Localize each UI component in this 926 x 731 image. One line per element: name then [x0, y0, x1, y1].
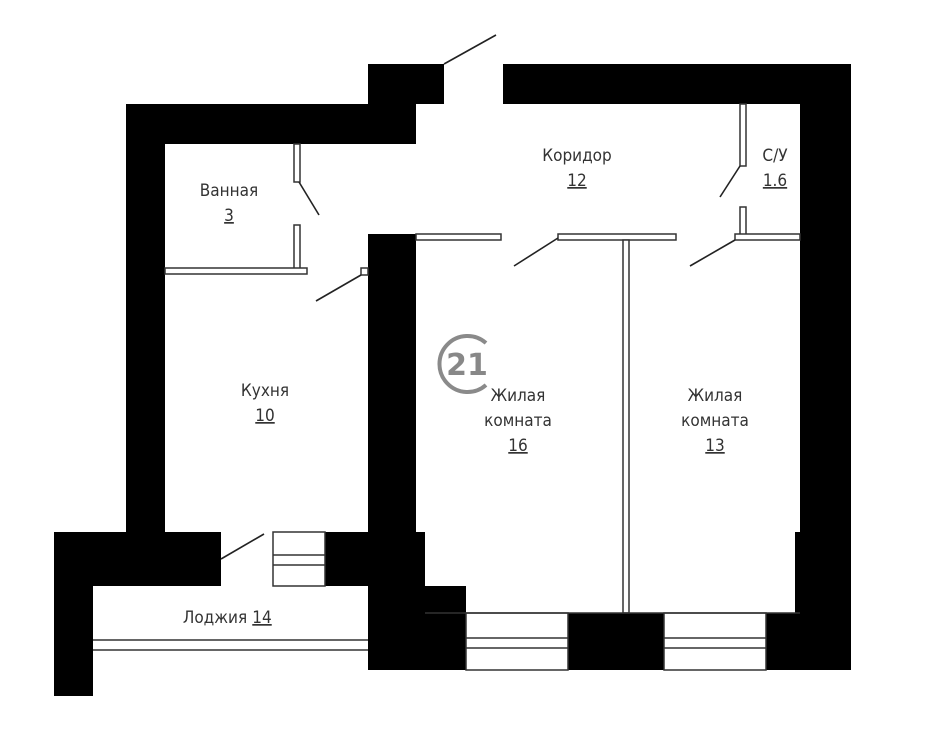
room-area-loggia: 14: [252, 608, 271, 628]
window: [465, 612, 569, 671]
partition: [622, 239, 630, 614]
wall: [368, 234, 416, 534]
room-area-wc: 1.6: [763, 171, 787, 191]
room-name-living2-line2: комната: [681, 411, 749, 431]
window: [663, 612, 767, 671]
wall: [54, 532, 93, 696]
partition: [293, 224, 301, 274]
window: [272, 531, 326, 587]
room-area-bathroom: 3: [224, 206, 234, 226]
door-swing: [719, 165, 741, 198]
door-swing: [315, 274, 362, 302]
partition: [739, 206, 747, 238]
wall: [126, 104, 165, 534]
wall: [795, 532, 851, 670]
room-name-wc: С/У: [762, 146, 788, 166]
room-area-living2: 13: [705, 436, 724, 456]
windows: [93, 531, 767, 671]
partition: [293, 143, 301, 183]
door-swing: [689, 239, 736, 267]
partition: [557, 233, 677, 241]
room-area-corridor: 12: [567, 171, 586, 191]
door-swing: [513, 237, 559, 267]
logo-arc: [437, 334, 488, 394]
room-labels: Ванная 3 Коридор 12 С/У 1.6 Кухня 10 Жил…: [183, 146, 788, 628]
wall: [368, 64, 416, 144]
room-name-bathroom: Ванная: [200, 181, 258, 201]
partition: [739, 103, 747, 167]
partitions: [164, 103, 801, 614]
walls: [54, 64, 851, 696]
wall: [368, 586, 466, 670]
room-name-loggia: Лоджия: [183, 608, 247, 628]
room-name-corridor: Коридор: [542, 146, 612, 166]
wall: [568, 613, 664, 670]
wall: [503, 64, 851, 104]
room-area-living1: 16: [508, 436, 527, 456]
room-name-living1-line2: комната: [484, 411, 552, 431]
room-name-living1-line1: Жилая: [491, 386, 546, 406]
partition: [415, 233, 502, 241]
room-area-kitchen: 10: [255, 406, 274, 426]
logo-text: 21: [446, 348, 488, 383]
room-name-kitchen: Кухня: [241, 381, 289, 401]
logo: 21: [437, 334, 488, 394]
door-swing: [443, 34, 497, 65]
door-swing: [220, 533, 265, 560]
partition: [734, 233, 801, 241]
door-swing: [298, 181, 320, 216]
door-swings: [220, 34, 741, 560]
room-name-living2-line1: Жилая: [688, 386, 743, 406]
wall: [126, 104, 416, 144]
partition: [164, 267, 308, 275]
partition: [360, 267, 369, 276]
